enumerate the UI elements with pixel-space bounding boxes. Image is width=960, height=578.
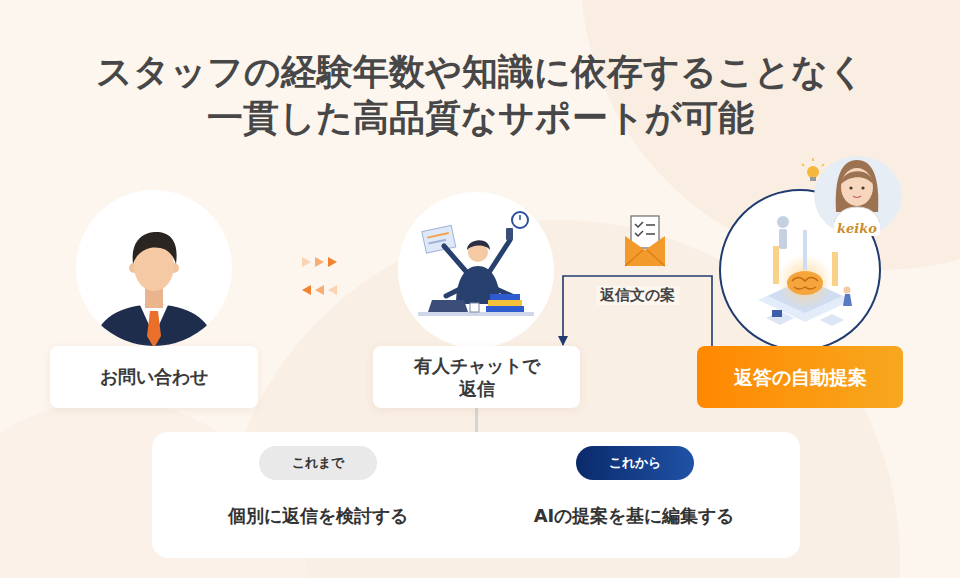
operator-illustration-part-part [446, 288, 462, 296]
title-band: スタッフの経験年数や知識に依存することなく 一貫した高品質なサポートが可能 [0, 49, 960, 141]
flow-triangles-part [328, 285, 337, 295]
operator-illustration-part-part [422, 225, 456, 253]
ai-illustration-part [787, 271, 823, 295]
operator-illustration-part-part-part [427, 233, 449, 238]
avatar-illustration-part [853, 196, 861, 198]
operator-illustration-part-part [506, 228, 513, 240]
operator-illustration [398, 192, 554, 348]
customer-illustration-part-part [92, 304, 216, 350]
lightbulb-icon-part [810, 177, 816, 181]
chat-reply-box: 有人チャットで 返信 [373, 346, 580, 408]
ai-illustration-part [772, 310, 782, 317]
avatar-illustration-part [849, 186, 852, 189]
ai-illustration-part [720, 190, 880, 350]
operator-illustration-part [398, 192, 554, 348]
flow-triangles-part [315, 257, 324, 267]
connector [563, 276, 712, 346]
operator-illustration-part-part-part [422, 225, 456, 253]
customer-illustration-part [92, 232, 216, 350]
operator-illustration-part-part [512, 212, 528, 228]
letter-icon-part [625, 250, 665, 266]
ai-illustration-part [843, 294, 852, 306]
inquiry-box: お問い合わせ [50, 346, 258, 408]
ai-illustration-part [777, 216, 789, 228]
letter-icon-part [646, 224, 655, 226]
operator-illustration-part-part [486, 306, 524, 312]
avatar-illustration-part [836, 160, 879, 212]
ai-illustration-part [766, 311, 794, 325]
operator-illustration-part-part [488, 300, 522, 306]
flow-triangles-part [302, 257, 311, 267]
avatar-illustration-part [814, 156, 902, 236]
connector-label: 返信文の案 [596, 286, 679, 305]
ai-illustration-part [779, 229, 787, 249]
lightbulb-icon-part [807, 166, 819, 178]
customer-illustration-part-part [147, 311, 161, 348]
avatar-illustration-part [834, 207, 880, 222]
box-label: お問い合わせ [100, 365, 208, 388]
avatar-illustration-part [861, 186, 864, 189]
ai-illustration-part [792, 278, 818, 290]
ai-illustration-part [844, 287, 851, 294]
ai-illustration [720, 190, 880, 350]
flow-triangles-part [315, 285, 324, 295]
before-pill: これまで [259, 446, 377, 480]
flow-triangles-part [328, 257, 337, 267]
avatar-illustration-part [841, 168, 873, 206]
operator-illustration-part-part [488, 240, 510, 274]
flow-triangles-part [302, 285, 311, 295]
operator-illustration-part-part [418, 312, 534, 316]
avatar-illustration [814, 156, 902, 236]
operator-illustration-part-part [490, 294, 520, 300]
letter-icon-part [635, 222, 643, 227]
operator-illustration-part-part [467, 240, 490, 250]
lightbulb-icon-part [812, 158, 814, 161]
letter-icon [625, 216, 665, 266]
customer-illustration-part-part [133, 232, 177, 264]
box-label: 有人チャットで 返信 [402, 354, 552, 401]
operator-illustration-part-part [470, 303, 479, 312]
operator-illustration-part-part-part [428, 240, 446, 244]
ai-illustration-part [820, 314, 844, 326]
pill-label: これから [609, 455, 661, 472]
operator-illustration-part [418, 212, 534, 316]
lightbulb-icon-part [802, 164, 804, 166]
pill-label: これまで [292, 455, 344, 472]
avatar-name: keiko [834, 221, 880, 236]
letter-icon-part [646, 233, 655, 235]
comparison-text: 個別に返信を検討する [228, 504, 408, 527]
ai-illustration-part [832, 252, 838, 286]
ai-illustration-part [803, 230, 807, 270]
operator-illustration-part-part [519, 215, 521, 220]
letter-icon-part [625, 236, 665, 266]
letter-icon-part [635, 231, 643, 236]
customer-illustration [76, 190, 232, 350]
auto-suggest-box: 返答の自動提案 [697, 346, 903, 408]
lightbulb-icon-part [822, 164, 824, 166]
comparison-panel: これまで これから個別に返信を検討する AIの提案を基に編集する [152, 432, 800, 558]
flow-triangles [302, 257, 337, 295]
comparison-text: AIの提案を基に編集する [534, 504, 735, 527]
box-label: 返答の自動提案 [734, 365, 867, 390]
connector [475, 408, 478, 432]
page-title: スタッフの経験年数や知識に依存することなく 一貫した高品質なサポートが可能 [85, 49, 875, 141]
ai-illustration-part [773, 246, 779, 284]
operator-illustration-part-part [428, 300, 468, 312]
after-pill: これから [576, 446, 694, 480]
avatar-illustration-part [841, 171, 873, 184]
